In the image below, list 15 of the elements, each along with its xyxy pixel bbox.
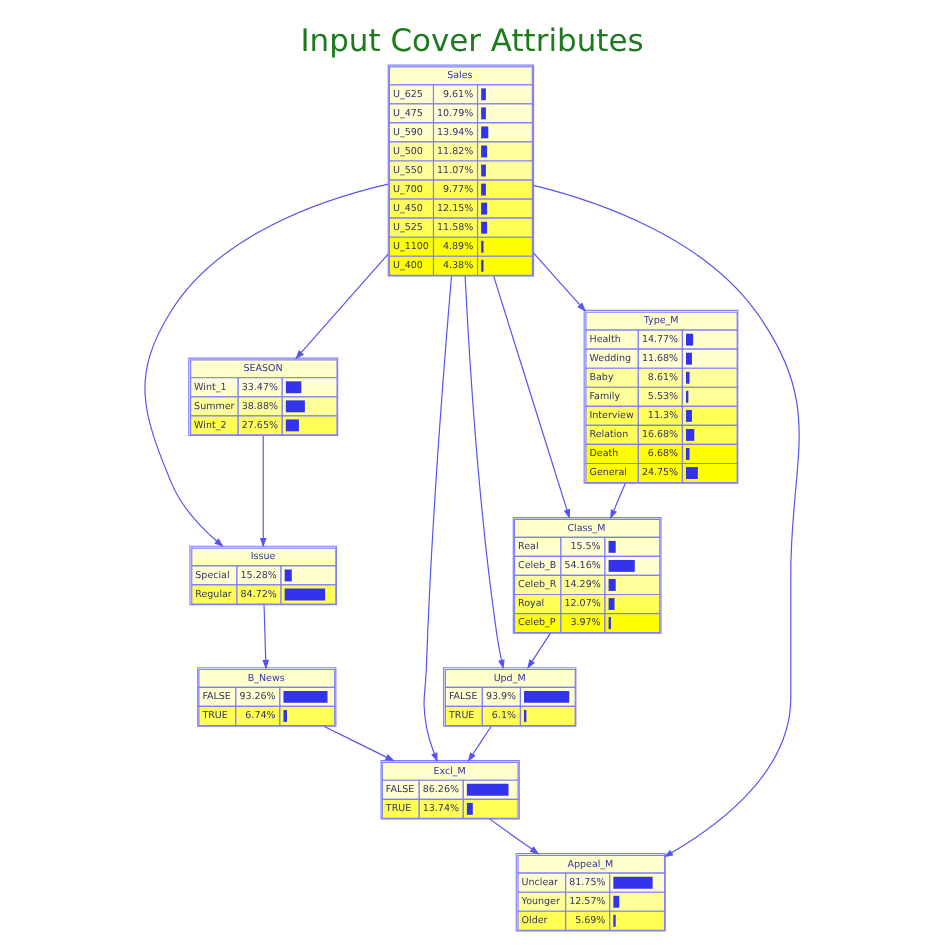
arrow bbox=[533, 184, 800, 858]
arrow bbox=[144, 183, 389, 548]
arrow bbox=[533, 252, 587, 312]
arrow bbox=[262, 604, 270, 670]
diagram-title: Input Cover Attributes bbox=[300, 22, 644, 59]
arrow bbox=[295, 253, 389, 360]
arrow bbox=[259, 435, 267, 548]
arrow bbox=[527, 632, 551, 670]
arrow bbox=[610, 482, 626, 520]
arrow bbox=[464, 275, 505, 670]
arrow bbox=[323, 725, 395, 762]
arrow bbox=[493, 275, 571, 519]
arrow bbox=[489, 818, 540, 855]
arrow bbox=[423, 275, 453, 763]
arrow bbox=[467, 725, 492, 762]
